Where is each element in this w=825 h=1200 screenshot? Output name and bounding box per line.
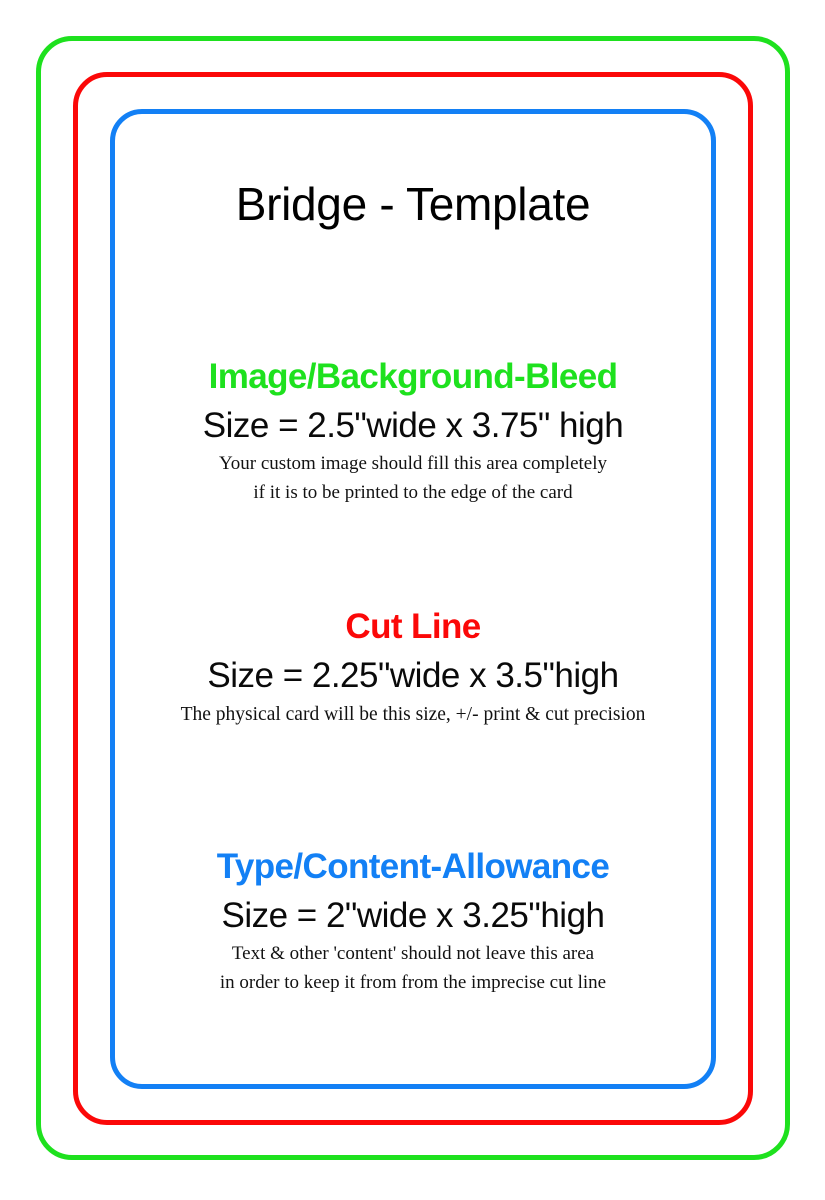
bleed-section-note-line-2: if it is to be printed to the edge of th…	[253, 481, 573, 503]
bleed-section: Image/Background-Bleed Size = 2.5"wide x…	[30, 357, 796, 506]
page-title: Bridge - Template	[235, 178, 591, 230]
card-content-area: Bridge - Template Image/Background-Bleed…	[110, 109, 716, 1089]
cut-line-section-heading: Cut Line	[345, 607, 481, 646]
bleed-section-heading: Image/Background-Bleed	[208, 357, 618, 396]
content-allowance-section-heading: Type/Content-Allowance	[216, 847, 610, 886]
content-allowance-section-note-line-2: in order to keep it from from the imprec…	[219, 971, 607, 993]
cut-line-section-size: Size = 2.25"wide x 3.5"high	[207, 655, 619, 695]
content-allowance-section-size: Size = 2"wide x 3.25"high	[221, 895, 605, 935]
bleed-guide-rectangle	[36, 36, 790, 1160]
content-allowance-section: Type/Content-Allowance Size = 2"wide x 3…	[30, 847, 796, 996]
cut-line-guide-rectangle	[73, 72, 753, 1125]
bleed-section-size: Size = 2.5"wide x 3.75" high	[202, 405, 624, 445]
bleed-section-note-line-1: Your custom image should fill this area …	[218, 453, 608, 474]
cut-line-section-note-line-1: The physical card will be this size, +/-…	[180, 704, 646, 725]
cut-line-section: Cut Line Size = 2.25"wide x 3.5"high The…	[30, 607, 796, 728]
content-allowance-guide-rectangle	[110, 109, 716, 1089]
content-allowance-section-note-line-1: Text & other 'content' should not leave …	[231, 943, 595, 964]
